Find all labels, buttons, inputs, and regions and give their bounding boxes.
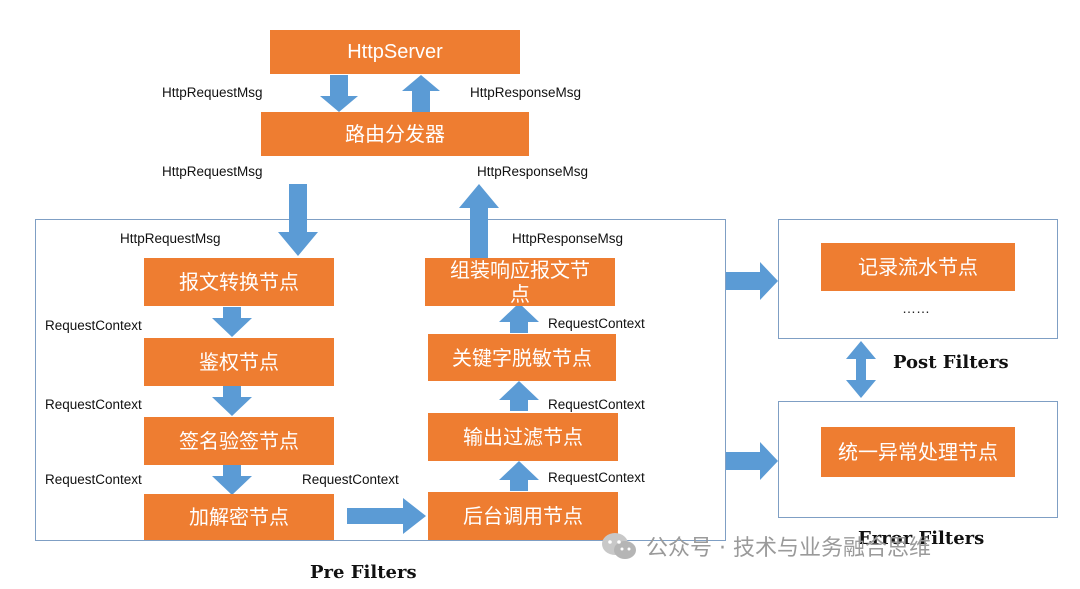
arrow-auth-to-sign (212, 386, 252, 416)
backend-call-node: 后台调用节点 (428, 492, 618, 540)
request-context-label: RequestContext (302, 472, 399, 487)
post-filters-caption: Post Filters (893, 352, 1009, 373)
error-filters-caption: Error Filters (858, 528, 985, 549)
arrow-mask-to-assemble (499, 303, 539, 333)
request-msg-label: HttpRequestMsg (162, 164, 263, 179)
request-context-label: RequestContext (45, 472, 142, 487)
request-context-label: RequestContext (548, 316, 645, 331)
assemble-response-node: 组装响应报文节点 (425, 258, 615, 306)
arrow-router-to-server (402, 75, 440, 112)
request-msg-label: HttpRequestMsg (120, 231, 221, 246)
response-msg-label: HttpResponseMsg (477, 164, 589, 179)
msg-convert-node: 报文转换节点 (144, 258, 334, 306)
arrow-sign-to-crypto (212, 465, 252, 495)
request-context-label: RequestContext (548, 397, 645, 412)
arrow-server-to-router (320, 75, 358, 112)
sign-verify-node: 签名验签节点 (144, 417, 334, 465)
error-filters-frame (778, 401, 1058, 518)
post-filters-frame (778, 219, 1058, 339)
arrow-pre-to-post (726, 262, 778, 300)
arrow-assemble-to-router (459, 184, 499, 258)
log-flow-node: 记录流水节点 (821, 243, 1015, 291)
arrow-post-error-bidirectional (846, 341, 876, 398)
encrypt-decrypt-node: 加解密节点 (144, 494, 334, 540)
arrow-backend-to-output (499, 461, 539, 491)
pre-filters-frame (35, 219, 726, 541)
response-msg-label: HttpResponseMsg (512, 231, 624, 246)
arrow-convert-to-auth (212, 307, 252, 337)
wechat-icon (602, 533, 636, 559)
request-msg-label: HttpRequestMsg (162, 85, 263, 100)
request-context-label: RequestContext (45, 397, 142, 412)
request-context-label: RequestContext (45, 318, 142, 333)
keyword-mask-node: 关键字脱敏节点 (428, 334, 616, 381)
http-server-node: HttpServer (270, 30, 520, 74)
response-msg-label: HttpResponseMsg (470, 85, 582, 100)
exception-handling-node: 统一异常处理节点 (821, 427, 1015, 477)
pre-filters-caption: Pre Filters (310, 562, 417, 583)
arrow-pre-to-error (726, 442, 778, 480)
router-node: 路由分发器 (261, 112, 529, 156)
arrow-crypto-to-backend (347, 498, 426, 534)
watermark: 公众号 · 技术与业务融合思维 (600, 530, 931, 562)
auth-node: 鉴权节点 (144, 338, 334, 386)
watermark-text: 公众号 · 技术与业务融合思维 (646, 536, 931, 561)
more-nodes-ellipsis: …… (902, 300, 930, 316)
arrow-output-to-mask (499, 381, 539, 411)
request-context-label: RequestContext (548, 470, 645, 485)
output-filter-node: 输出过滤节点 (428, 413, 618, 461)
arrow-router-to-convert (278, 184, 318, 256)
